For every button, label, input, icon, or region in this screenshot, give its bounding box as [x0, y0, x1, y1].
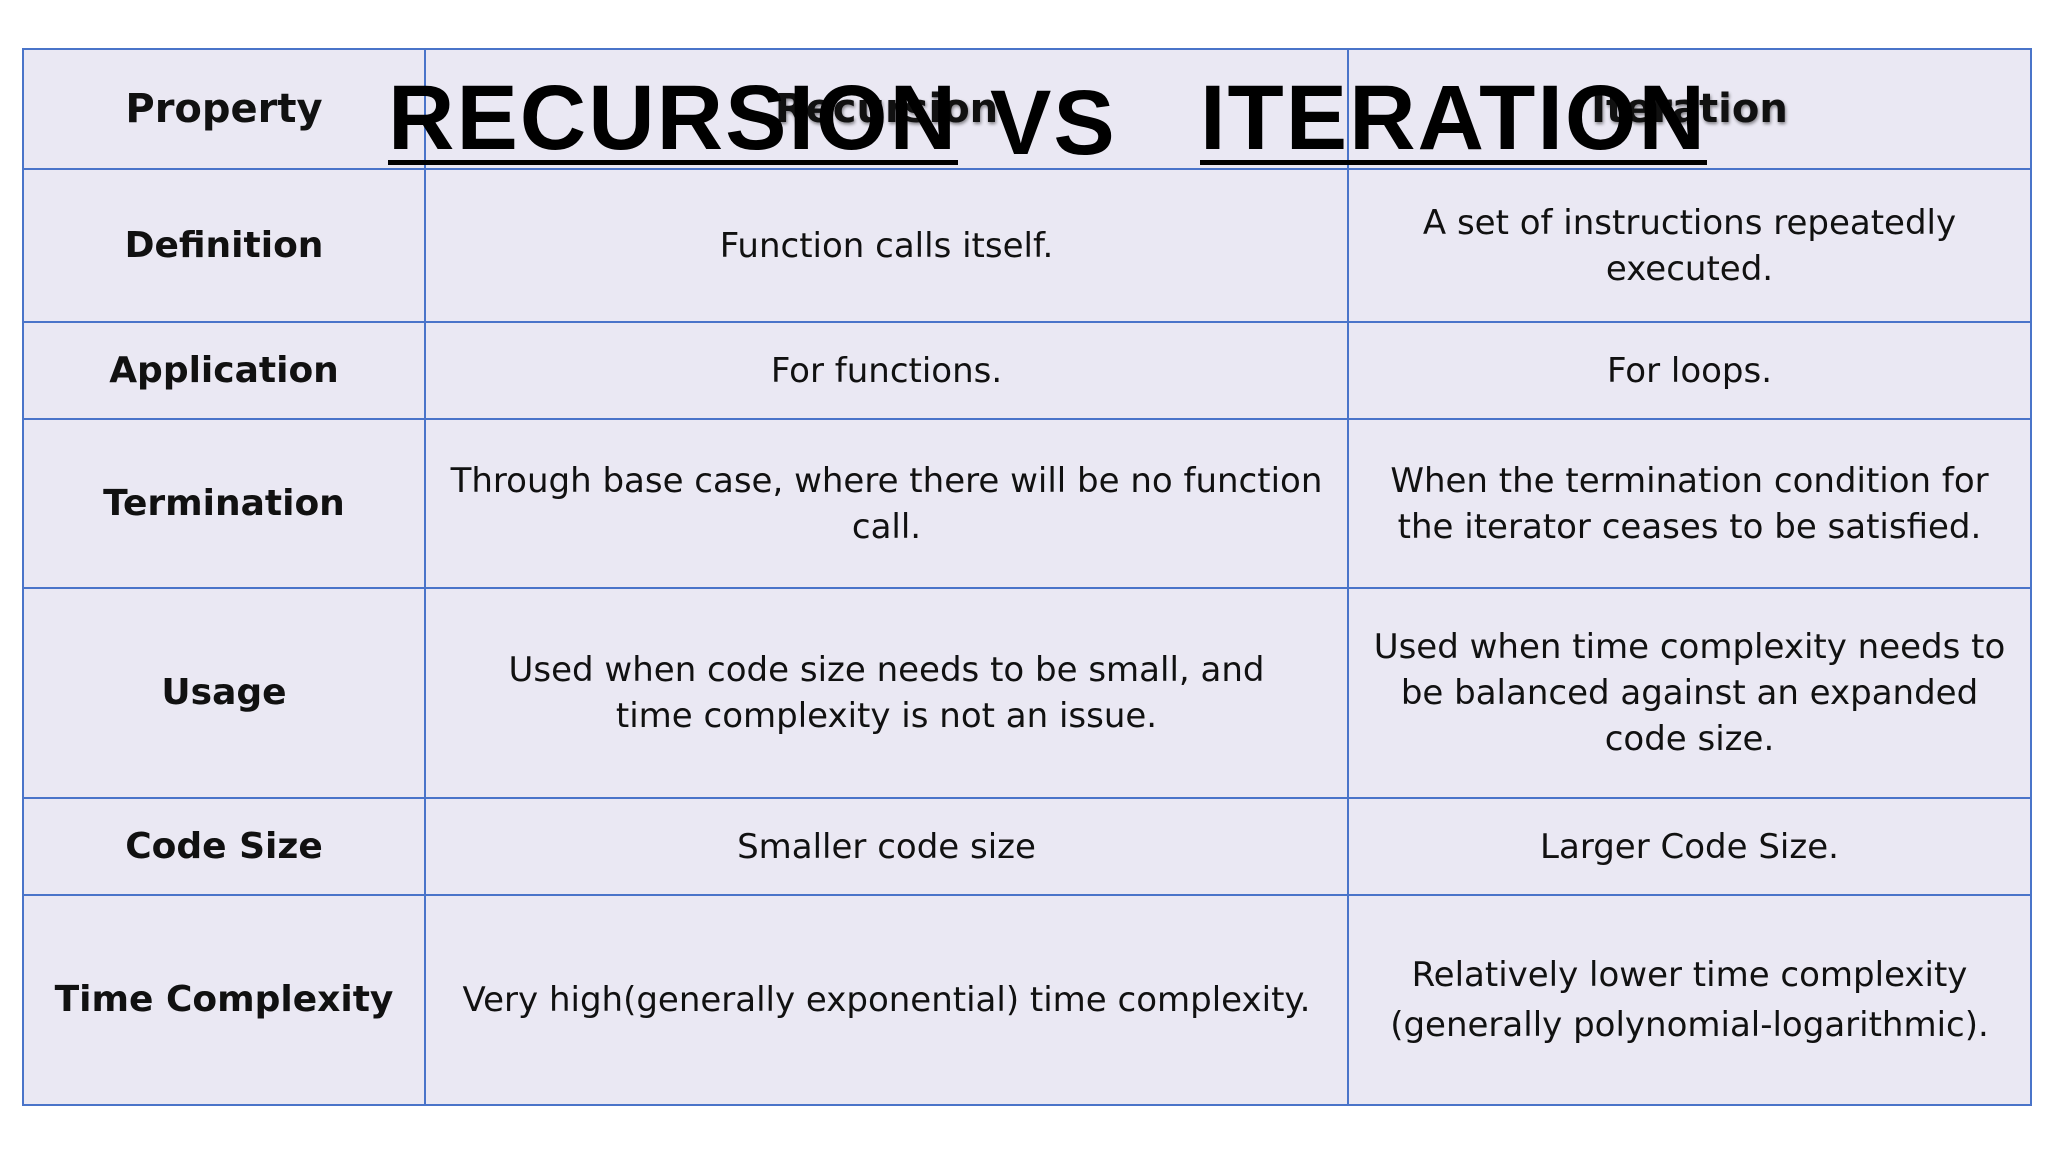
row-label: Definition [22, 168, 426, 323]
iteration-cell: Used when time complexity needs to be ba… [1347, 587, 2032, 799]
table-row-termination: Termination Through base case, where the… [22, 418, 2032, 589]
header-iteration: Iteration [1347, 48, 2032, 170]
recursion-cell: Function calls itself. [424, 168, 1349, 323]
iteration-cell: For loops. [1347, 321, 2032, 420]
row-label: Usage [22, 587, 426, 799]
row-label: Time Complexity [22, 894, 426, 1106]
row-label: Code Size [22, 797, 426, 896]
recursion-cell: Used when code size needs to be small, a… [424, 587, 1349, 799]
row-label: Application [22, 321, 426, 420]
table-row-definition: Definition Function calls itself. A set … [22, 168, 2032, 323]
iteration-cell: Relatively lower time complexity (genera… [1347, 894, 2032, 1106]
table-row-code-size: Code Size Smaller code size Larger Code … [22, 797, 2032, 896]
recursion-cell: Very high(generally exponential) time co… [424, 894, 1349, 1106]
table-row-time-complexity: Time Complexity Very high(generally expo… [22, 894, 2032, 1106]
recursion-cell: Smaller code size [424, 797, 1349, 896]
comparison-table: Property Recursion Iteration Definition … [22, 48, 2032, 1106]
recursion-cell: For functions. [424, 321, 1349, 420]
iteration-cell: A set of instructions repeatedly execute… [1347, 168, 2032, 323]
table-row-usage: Usage Used when code size needs to be sm… [22, 587, 2032, 799]
recursion-cell: Through base case, where there will be n… [424, 418, 1349, 589]
header-recursion: Recursion [424, 48, 1349, 170]
table-row-application: Application For functions. For loops. [22, 321, 2032, 420]
row-label: Termination [22, 418, 426, 589]
iteration-cell: When the termination condition for the i… [1347, 418, 2032, 589]
table-header-row: Property Recursion Iteration [22, 48, 2032, 170]
header-property: Property [22, 48, 426, 170]
iteration-cell: Larger Code Size. [1347, 797, 2032, 896]
